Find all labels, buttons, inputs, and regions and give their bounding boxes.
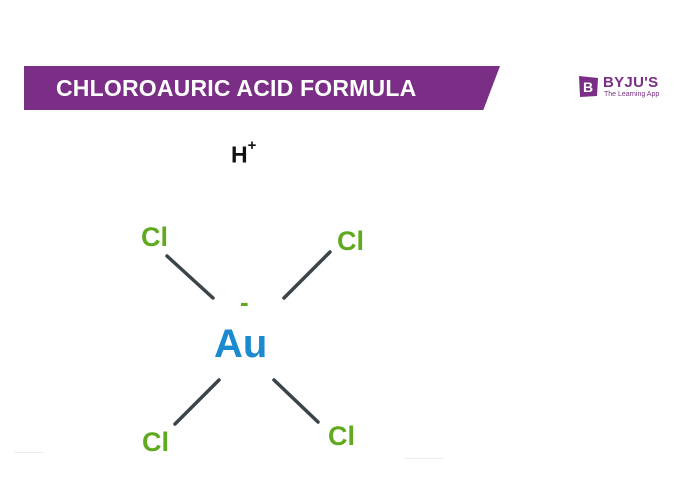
- brand-tagline: The Learning App: [604, 91, 660, 98]
- divider-line-left: [14, 452, 44, 453]
- chlorine-bottom-right: Cl: [328, 421, 355, 451]
- cation-charge: +: [247, 137, 257, 154]
- bond-bottom-right: [272, 378, 320, 424]
- gold-charge: -: [240, 287, 249, 317]
- svg-text:B: B: [583, 79, 593, 95]
- title-banner: CHLOROAURIC ACID FORMULA: [24, 66, 500, 110]
- cation-symbol: H: [231, 141, 248, 168]
- chlorine-bottom-left: Cl: [142, 427, 169, 457]
- bond-top-left: [165, 254, 215, 300]
- divider-line-right: [404, 458, 444, 459]
- brand-logo: B BYJU'S The Learning App: [577, 73, 667, 103]
- hydrogen-cation: H+: [231, 137, 256, 169]
- gold-atom: Au: [214, 322, 267, 366]
- brand-name: BYJU'S: [603, 74, 659, 91]
- bond-bottom-left: [173, 378, 221, 426]
- chlorine-top-left: Cl: [141, 222, 168, 252]
- chlorine-top-right: Cl: [337, 226, 364, 256]
- bond-top-right: [282, 250, 332, 300]
- page-title: CHLOROAURIC ACID FORMULA: [56, 75, 417, 101]
- byjus-logo-icon: B: [579, 76, 598, 97]
